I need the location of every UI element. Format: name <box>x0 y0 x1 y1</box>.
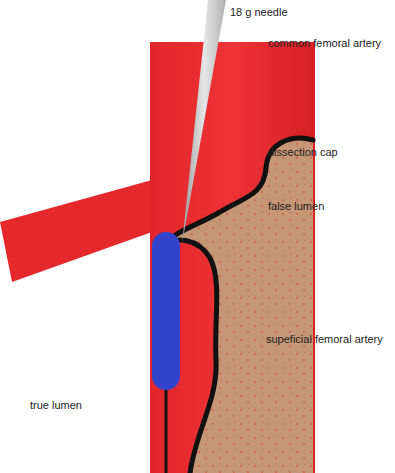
artery-vessel <box>150 42 315 473</box>
part-label: 18 g needle <box>230 6 288 19</box>
part-label: common femoral artery <box>268 37 381 50</box>
false-lumen-region <box>160 138 313 473</box>
balloon-catheter <box>152 232 180 390</box>
part-label: false lumen <box>268 200 324 213</box>
needle <box>182 0 226 244</box>
part-label: supeficial femoral artery <box>266 333 383 346</box>
side-branch <box>0 180 152 282</box>
guide-wire <box>165 388 168 473</box>
part-label: true lumen <box>30 399 82 412</box>
part-label: dissection cap <box>268 146 338 159</box>
